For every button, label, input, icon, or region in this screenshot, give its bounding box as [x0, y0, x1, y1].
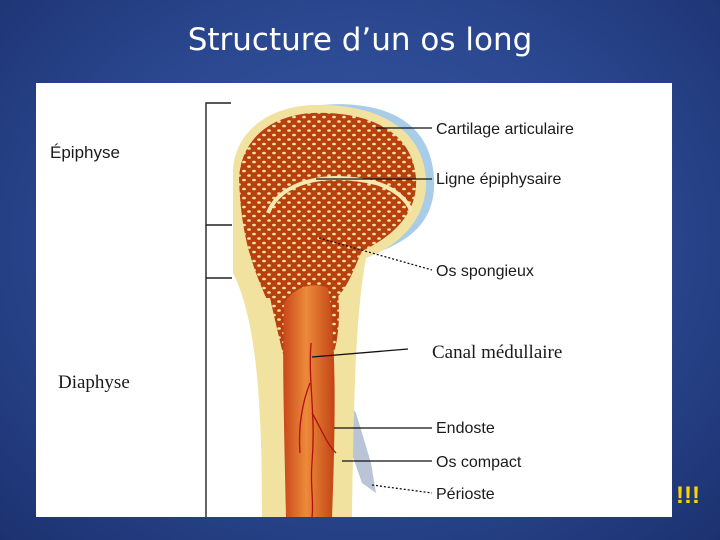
label-epiphyseal-line: Ligne épiphysaire — [436, 171, 562, 188]
label-medullary-canal: Canal médullaire — [432, 342, 562, 363]
region-brackets — [205, 102, 232, 517]
emphasis-note: !!! — [676, 482, 700, 509]
label-epiphysis: Épiphyse — [50, 143, 120, 162]
medullary-canal — [283, 285, 335, 517]
blood-vessels — [298, 342, 337, 517]
label-diaphysis: Diaphyse — [58, 372, 130, 393]
label-articular-cartilage: Cartilage articulaire — [436, 121, 574, 138]
bone-diagram: Épiphyse Diaphyse Cartilage articulaire … — [36, 83, 672, 517]
epiphyseal-line-mark — [266, 176, 413, 214]
slide-title: Structure d’un os long — [187, 22, 533, 58]
spongy-bone — [239, 112, 417, 298]
label-spongy-bone: Os spongieux — [436, 263, 534, 280]
label-periosteum: Périoste — [436, 486, 495, 503]
leader-lines — [311, 127, 433, 494]
label-endosteum: Endoste — [436, 420, 495, 437]
label-compact-bone: Os compact — [436, 454, 522, 471]
